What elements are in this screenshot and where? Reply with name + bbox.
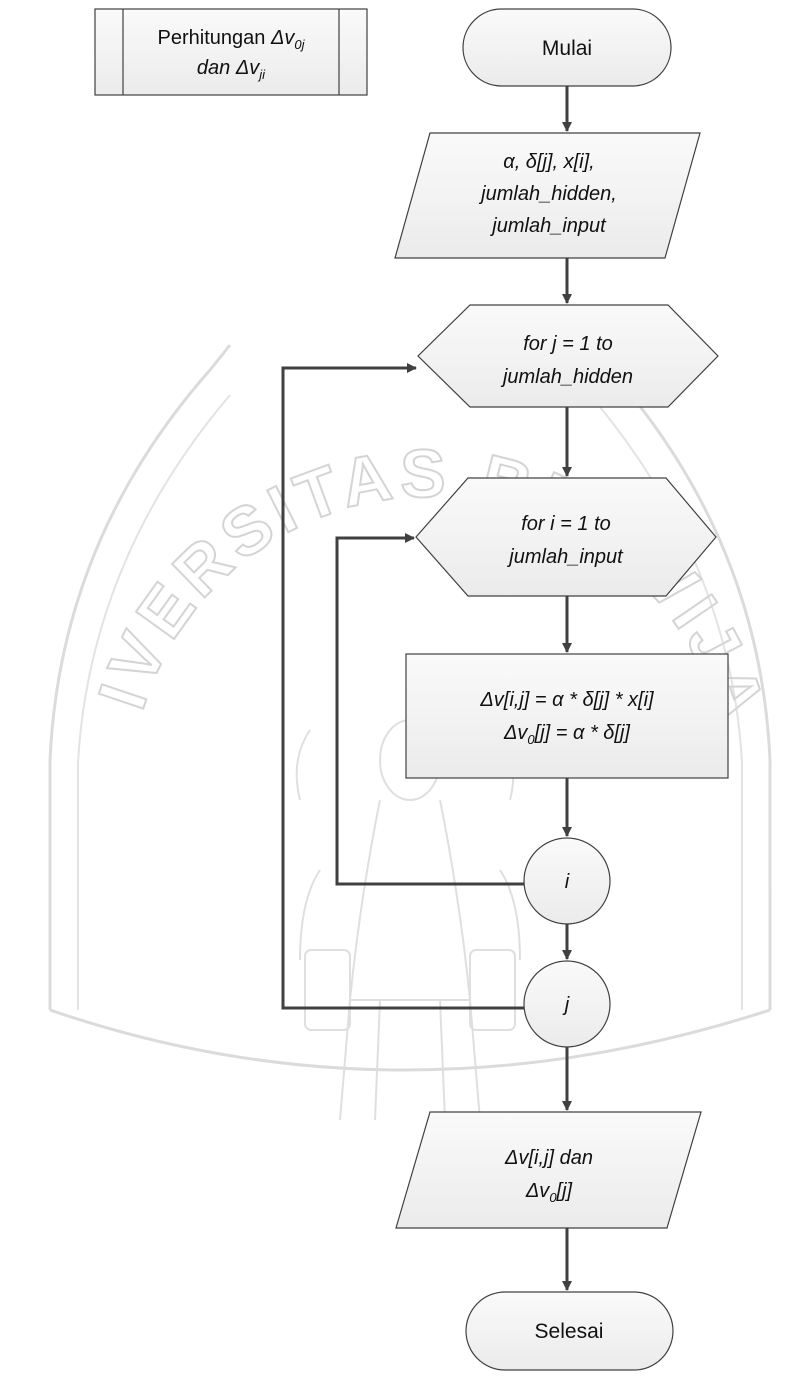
subprocess-title-line2: dan Δvji xyxy=(197,57,266,82)
connector-i-label: i xyxy=(565,871,570,893)
connector-i: i xyxy=(524,838,610,924)
loop-i-hexagon: for i = 1 to jumlah_input xyxy=(416,478,716,596)
process-box: Δv[i,j] = α * δ[j] * x[i] Δv0[j] = α * δ… xyxy=(406,654,728,778)
subprocess-box: Perhitungan Δv0j dan Δvji xyxy=(95,9,367,95)
input-line1: α, δ[j], x[i], xyxy=(503,151,594,173)
input-line3: jumlah_input xyxy=(489,215,607,237)
output-line2: Δv0[j] xyxy=(525,1180,573,1205)
watermark-figure xyxy=(297,720,520,1120)
loop-j-hexagon: for j = 1 to jumlah_hidden xyxy=(418,305,718,407)
process-line2: Δv0[j] = α * δ[j] xyxy=(503,722,630,747)
end-label: Selesai xyxy=(535,1320,604,1343)
output-line1: Δv[i,j] dan xyxy=(504,1147,593,1169)
output-parallelogram: Δv[i,j] dan Δv0[j] xyxy=(396,1112,701,1228)
loop-j-line1: for j = 1 to xyxy=(523,333,613,355)
loop-i-line2: jumlah_input xyxy=(506,546,624,568)
connector-j: j xyxy=(524,961,610,1047)
input-line2: jumlah_hidden, xyxy=(478,183,617,205)
subprocess-title-line1: Perhitungan Δv0j xyxy=(158,27,306,52)
start-label: Mulai xyxy=(542,37,592,60)
watermark-base-arc xyxy=(50,1010,770,1070)
end-terminal: Selesai xyxy=(466,1292,673,1370)
process-line1: Δv[i,j] = α * δ[j] * x[i] xyxy=(479,689,654,711)
input-parallelogram: α, δ[j], x[i], jumlah_hidden, jumlah_inp… xyxy=(395,133,700,258)
loop-i-line1: for i = 1 to xyxy=(521,513,611,535)
loop-j-line2: jumlah_hidden xyxy=(500,366,633,388)
start-terminal: Mulai xyxy=(463,9,671,86)
